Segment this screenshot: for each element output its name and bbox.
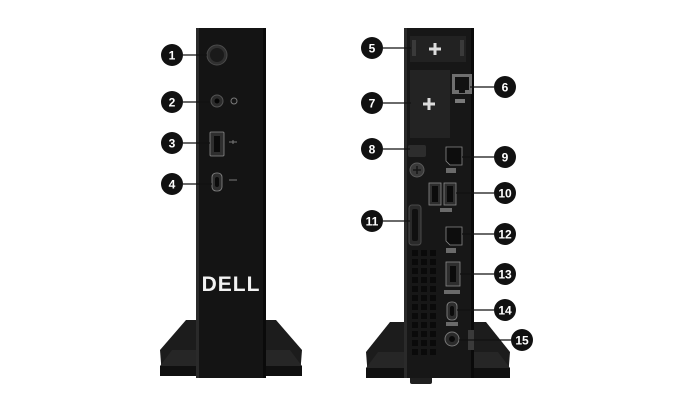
vent-hole [421, 268, 427, 274]
vent-hole [430, 259, 436, 265]
padlock-ring-icon [408, 204, 422, 246]
svg-text:6: 6 [502, 81, 509, 95]
vent-hole [421, 304, 427, 310]
vent-hole [430, 250, 436, 256]
svg-text:13: 13 [498, 268, 512, 282]
callout-3: 3 [161, 132, 183, 154]
vent-hole [430, 286, 436, 292]
headset-jack-icon [210, 94, 238, 108]
vent-hole [412, 250, 418, 256]
svg-text:15: 15 [515, 334, 529, 348]
svg-text:11: 11 [366, 215, 379, 229]
vent-hole [412, 286, 418, 292]
vent-hole [412, 340, 418, 346]
callout-14: 14 [494, 299, 516, 321]
svg-text:9: 9 [502, 151, 509, 165]
vent-hole [412, 268, 418, 274]
svg-text:2: 2 [169, 96, 176, 110]
callout-15: 15 [511, 329, 533, 351]
svg-text:3: 3 [169, 137, 176, 151]
vent-hole [412, 313, 418, 319]
vent-hole [412, 322, 418, 328]
vent-hole [412, 304, 418, 310]
vent-hole [430, 349, 436, 355]
usb-a-ports-icon [428, 182, 457, 212]
displayport-icon [445, 146, 463, 173]
callout-13: 13 [494, 263, 516, 285]
usb-c-port-icon [211, 172, 237, 192]
vent-hole [412, 295, 418, 301]
vent-hole [412, 259, 418, 265]
displayport-icon [445, 226, 463, 253]
vent-hole [430, 304, 436, 310]
svg-text:7: 7 [369, 97, 376, 111]
usb-a-port-icon [209, 131, 237, 157]
vent-hole [421, 259, 427, 265]
vent-hole [430, 340, 436, 346]
callout-1: 1 [161, 44, 183, 66]
callout-6: 6 [494, 76, 516, 98]
vent-hole [412, 331, 418, 337]
vent-hole [421, 313, 427, 319]
dell-logo: DELL [202, 273, 261, 296]
usb-c-port-icon [446, 301, 458, 326]
vent-hole [421, 322, 427, 328]
vent-hole [421, 331, 427, 337]
svg-text:4: 4 [169, 178, 176, 192]
expansion-slot-icon [410, 70, 450, 138]
front-chassis [196, 28, 266, 378]
vent-hole [421, 277, 427, 283]
vent-hole [412, 277, 418, 283]
callout-5: 5 [361, 37, 383, 59]
vent-grille [412, 250, 436, 355]
vent-hole [421, 250, 427, 256]
vent-hole [421, 286, 427, 292]
vent-hole [412, 349, 418, 355]
vent-hole [421, 340, 427, 346]
vent-hole [430, 277, 436, 283]
svg-text:1: 1 [169, 49, 176, 63]
vent-hole [421, 349, 427, 355]
callout-7: 7 [361, 92, 383, 114]
vent-hole [430, 322, 436, 328]
callout-12: 12 [494, 223, 516, 245]
front-view: DELL [160, 28, 302, 378]
callout-4: 4 [161, 173, 183, 195]
power-button-icon [206, 44, 228, 66]
callout-2: 2 [161, 91, 183, 113]
rj45-port-icon [452, 74, 472, 103]
svg-text:14: 14 [498, 304, 512, 318]
callout-10: 10 [494, 182, 516, 204]
svg-text:5: 5 [369, 42, 376, 56]
callouts: 1 2 3 4 5 6 7 8 9 10 11 12 13 14 15 [161, 37, 533, 351]
vent-hole [430, 295, 436, 301]
vent-hole [430, 331, 436, 337]
callout-11: 11 [361, 210, 383, 232]
svg-text:12: 12 [498, 228, 512, 242]
vent-hole [421, 295, 427, 301]
callout-8: 8 [361, 138, 383, 160]
svg-text:8: 8 [369, 143, 376, 157]
thumbscrew-icon [408, 145, 426, 178]
svg-text:10: 10 [498, 187, 512, 201]
callout-9: 9 [494, 146, 516, 168]
expansion-slot-icon [410, 36, 466, 62]
rear-view [366, 28, 510, 384]
vent-hole [430, 313, 436, 319]
vent-hole [430, 268, 436, 274]
